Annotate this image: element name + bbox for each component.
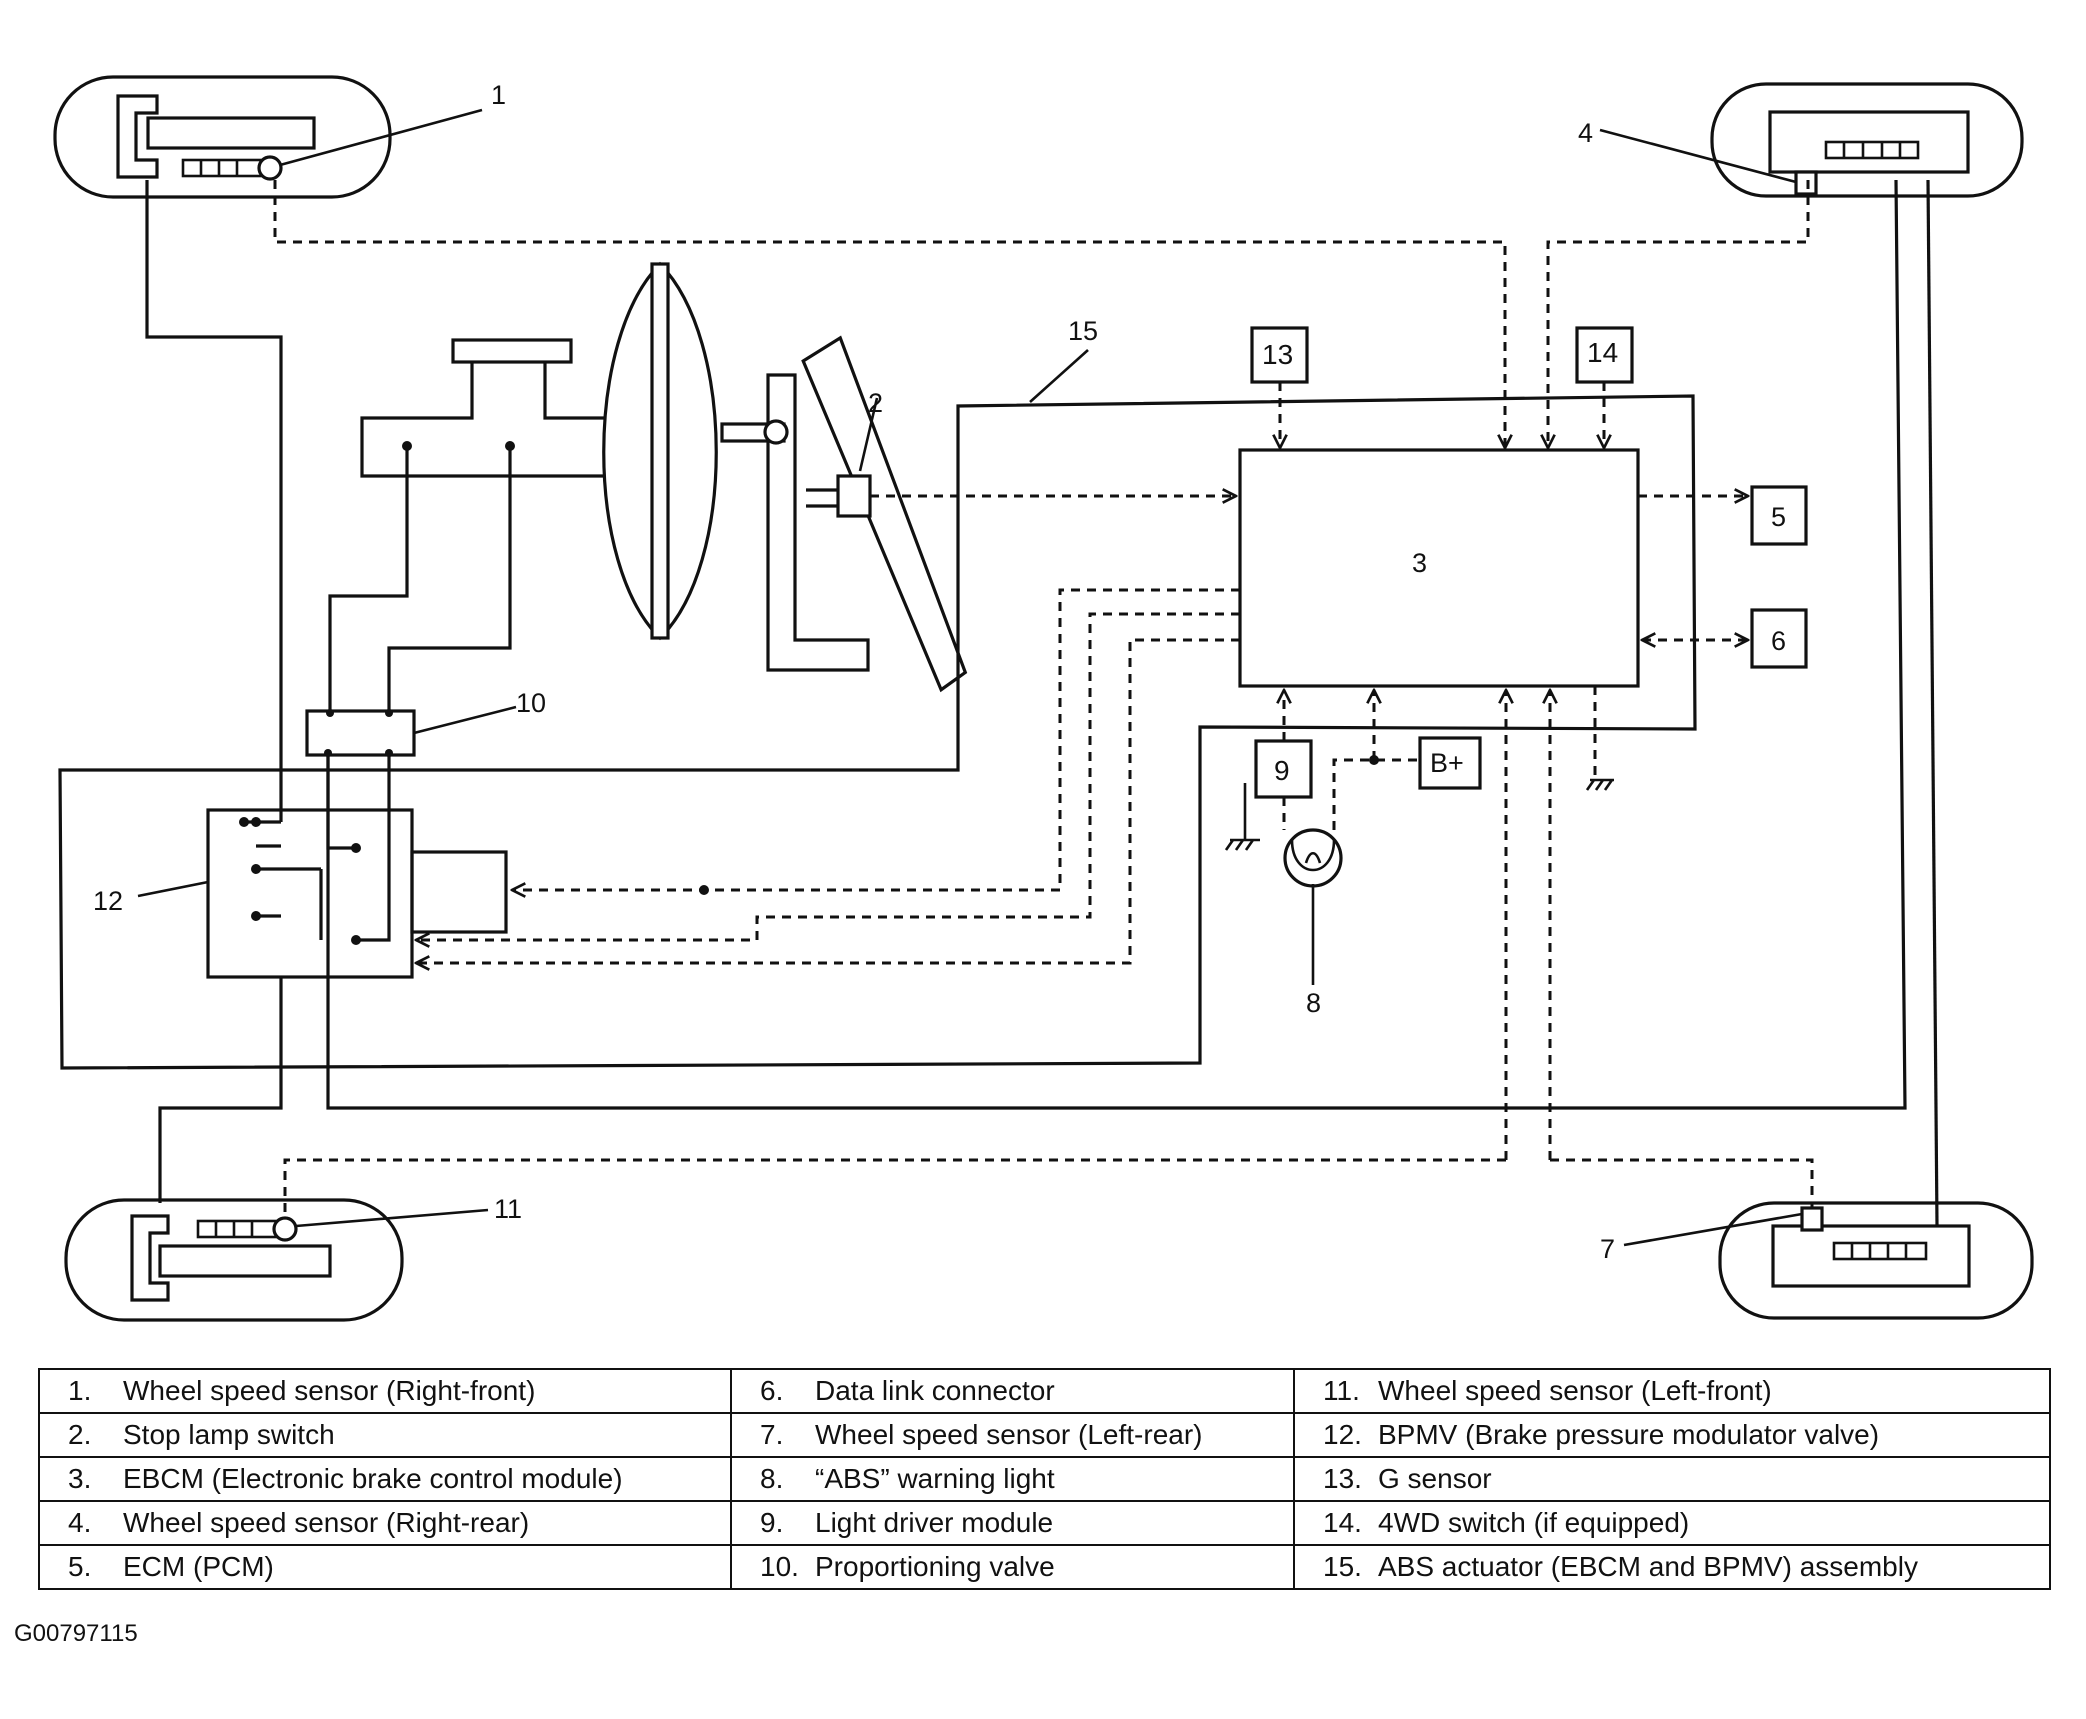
callout-3: 3: [1412, 548, 1427, 578]
legend-text: BPMV (Brake pressure modulator valve): [1378, 1419, 1880, 1450]
wheel-right-front: [53, 75, 392, 199]
legend-cell: 15. ABS actuator (EBCM and BPMV) assembly: [1293, 1544, 2051, 1590]
ebcm: [1238, 448, 1640, 688]
callout-9: 9: [1274, 755, 1290, 786]
legend-num: 15.: [1323, 1551, 1362, 1582]
legend-cell: 11. Wheel speed sensor (Left-front): [1293, 1368, 2051, 1414]
legend-text: Data link connector: [815, 1375, 1055, 1406]
legend-num: 13.: [1323, 1463, 1362, 1494]
legend-num: 11.: [1323, 1375, 1360, 1406]
master-cylinder: [360, 338, 612, 478]
legend-text: EBCM (Electronic brake control module): [123, 1463, 623, 1494]
legend-cell: 2. Stop lamp switch: [38, 1412, 732, 1458]
legend-text: G sensor: [1378, 1463, 1492, 1494]
legend-cell: 8. “ABS” warning light: [730, 1456, 1295, 1502]
legend-text: 4WD switch (if equipped): [1378, 1507, 1690, 1538]
figure-code: G00797115: [14, 1620, 138, 1647]
callout-11: 11: [494, 1194, 522, 1224]
legend-num: 12.: [1323, 1419, 1362, 1450]
callout-5: 5: [1771, 502, 1786, 532]
stop-lamp-switch: [806, 474, 872, 518]
legend-num: 5.: [68, 1551, 92, 1582]
legend-table: 1. Wheel speed sensor (Right-front) 6. Dat…: [38, 1368, 2051, 1590]
legend-cell: 13. G sensor: [1293, 1456, 2051, 1502]
legend-row: 3. EBCM (Electronic brake control module)…: [38, 1456, 2051, 1502]
legend-text: Wheel speed sensor (Left-rear): [815, 1419, 1203, 1450]
callout-14: 14: [1587, 337, 1618, 368]
legend-cell: 5. ECM (PCM): [38, 1544, 732, 1590]
callout-2: 2: [868, 388, 883, 418]
callout-4: 4: [1578, 118, 1593, 148]
callout-13: 13: [1262, 339, 1293, 370]
legend-num: 4.: [68, 1507, 92, 1538]
legend-cell: 10. Proportioning valve: [730, 1544, 1295, 1590]
legend-num: 1.: [68, 1375, 92, 1406]
abs-system-diagram: 1 2 3 4 5 6 7 8 9 10 11 12 13 14 15 B+: [53, 75, 2034, 1322]
legend-num: 3.: [68, 1463, 92, 1494]
legend-text: Stop lamp switch: [123, 1419, 335, 1450]
legend-cell: 1. Wheel speed sensor (Right-front): [38, 1368, 732, 1414]
callout-10: 10: [516, 688, 546, 718]
legend-text: Proportioning valve: [815, 1551, 1055, 1582]
callout-6: 6: [1771, 626, 1786, 656]
legend-num: 7.: [760, 1419, 784, 1450]
callout-8: 8: [1306, 988, 1321, 1018]
junction-dots: [699, 755, 1379, 895]
battery-box: [1418, 736, 1482, 790]
battery-label: B+: [1430, 748, 1464, 778]
brake-lines: [145, 179, 1939, 1226]
ground-symbols: [1224, 778, 1614, 851]
legend-text: “ABS” warning light: [815, 1463, 1055, 1494]
legend-text: Wheel speed sensor (Right-rear): [123, 1507, 530, 1538]
legend-num: 2.: [68, 1419, 92, 1450]
legend-cell: 14. 4WD switch (if equipped): [1293, 1500, 2051, 1546]
callout-1: 1: [491, 80, 506, 110]
legend-num: 14.: [1323, 1507, 1362, 1538]
abs-warning-light: [1283, 828, 1343, 985]
wheel-right-rear: [1710, 82, 2024, 198]
brake-pedal: [763, 335, 968, 693]
wheel-left-front: [64, 1198, 404, 1322]
legend-cell: 4. Wheel speed sensor (Right-rear): [38, 1500, 732, 1546]
callout-7: 7: [1600, 1234, 1615, 1264]
legend-cell: 7. Wheel speed sensor (Left-rear): [730, 1412, 1295, 1458]
legend-num: 6.: [760, 1375, 784, 1406]
legend-text: ABS actuator (EBCM and BPMV) assembly: [1378, 1551, 1918, 1582]
dlc-box: [1750, 608, 1808, 669]
legend-num: 10.: [760, 1551, 799, 1582]
legend-cell: 6. Data link connector: [730, 1368, 1295, 1414]
legend-text: ECM (PCM): [123, 1551, 274, 1582]
legend-cell: 3. EBCM (Electronic brake control module): [38, 1456, 732, 1502]
ecm-box: [1750, 485, 1808, 546]
leader-lines: [137, 108, 1803, 1247]
brake-booster: [602, 261, 786, 641]
legend-num: 8.: [760, 1463, 784, 1494]
legend-row: 4. Wheel speed sensor (Right-rear) 9. Ligh…: [38, 1500, 2051, 1546]
proportioning-valve: [305, 709, 416, 757]
legend-cell: 12. BPMV (Brake pressure modulator valve): [1293, 1412, 2051, 1458]
legend-text: Wheel speed sensor (Left-front): [1378, 1375, 1772, 1406]
legend-row: 1. Wheel speed sensor (Right-front) 6. Dat…: [38, 1368, 2051, 1414]
signal-wiring: [273, 180, 1814, 1217]
legend-row: 5. ECM (PCM) 10. Proportioning valve 15. AB…: [38, 1544, 2051, 1590]
callout-15: 15: [1068, 316, 1098, 346]
legend-row: 2. Stop lamp switch 7. Wheel speed sensor …: [38, 1412, 2051, 1458]
abs-actuator-assembly: [58, 394, 1697, 1070]
bpmv: [206, 808, 508, 979]
legend-num: 9.: [760, 1507, 784, 1538]
callout-12: 12: [93, 886, 123, 916]
legend-cell: 9. Light driver module: [730, 1500, 1295, 1546]
legend-text: Wheel speed sensor (Right-front): [123, 1375, 536, 1406]
legend-text: Light driver module: [815, 1507, 1054, 1538]
